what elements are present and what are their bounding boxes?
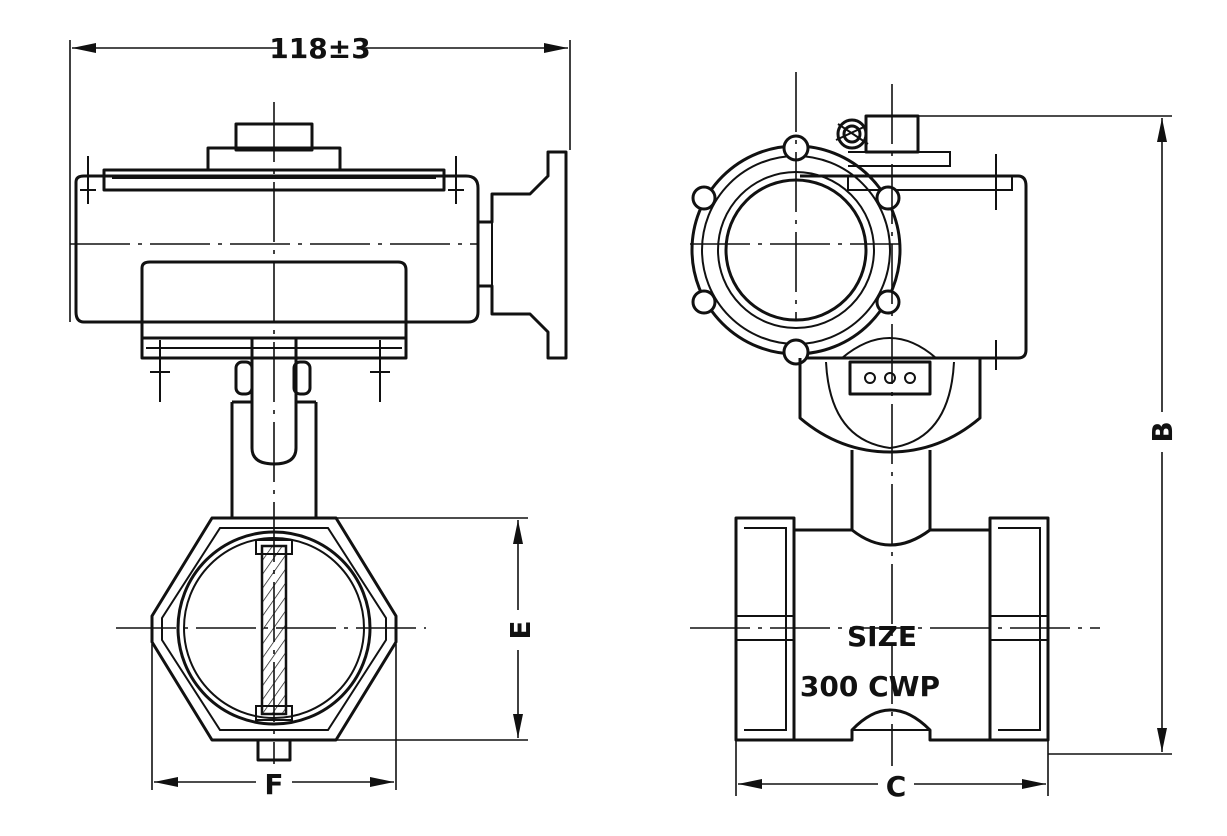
dimension-label-top-width: 118±3 <box>269 32 370 65</box>
body-label-size: SIZE <box>847 620 917 653</box>
dimension-total-height: B <box>918 115 1180 755</box>
dimension-flange-width: F <box>151 644 397 801</box>
body-label-cwp: 300 CWP <box>800 670 940 703</box>
dimension-label-b: B <box>1146 421 1179 442</box>
dimension-body-height: E <box>336 517 537 741</box>
side-view: SIZE 300 CWP B C <box>690 72 1180 803</box>
handwheel-lobes <box>691 134 901 366</box>
dimension-top-width: 118±3 <box>69 32 571 322</box>
dimension-label-e: E <box>504 620 537 639</box>
dimension-end-width: C <box>735 740 1049 803</box>
dimension-label-c: C <box>886 770 907 803</box>
dimension-label-f: F <box>264 768 283 801</box>
front-view: 118±3 <box>69 32 571 801</box>
